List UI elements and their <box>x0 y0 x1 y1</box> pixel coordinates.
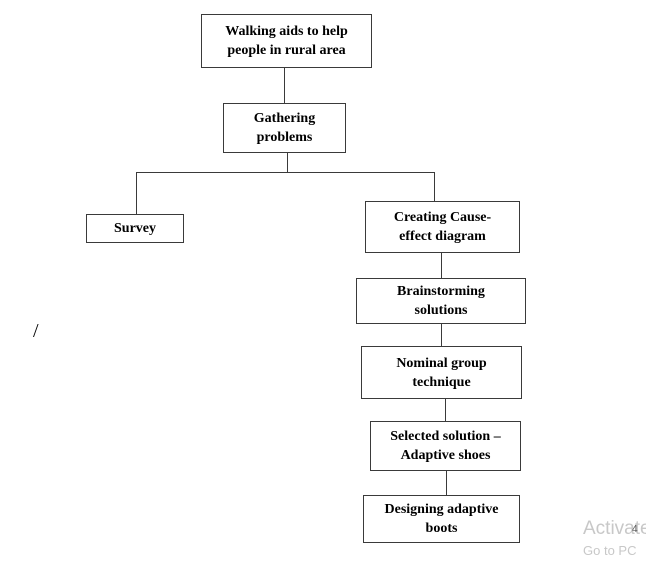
node-designing-boots: Designing adaptive boots <box>363 495 520 543</box>
node-walking-aids: Walking aids to help people in rural are… <box>201 14 372 68</box>
node-survey: Survey <box>86 214 184 243</box>
node-selected-solution: Selected solution – Adaptive shoes <box>370 421 521 471</box>
node-nominal-group: Nominal group technique <box>361 346 522 399</box>
node-gathering-problems: Gathering problems <box>223 103 346 153</box>
watermark-activate: Activate <box>583 518 646 539</box>
node-brainstorming: Brainstorming solutions <box>356 278 526 324</box>
stray-mark: / <box>33 320 39 342</box>
node-cause-effect: Creating Cause- effect diagram <box>365 201 520 253</box>
page-number: 4 <box>632 524 638 535</box>
watermark-go-to-pc: Go to PC <box>583 543 637 558</box>
